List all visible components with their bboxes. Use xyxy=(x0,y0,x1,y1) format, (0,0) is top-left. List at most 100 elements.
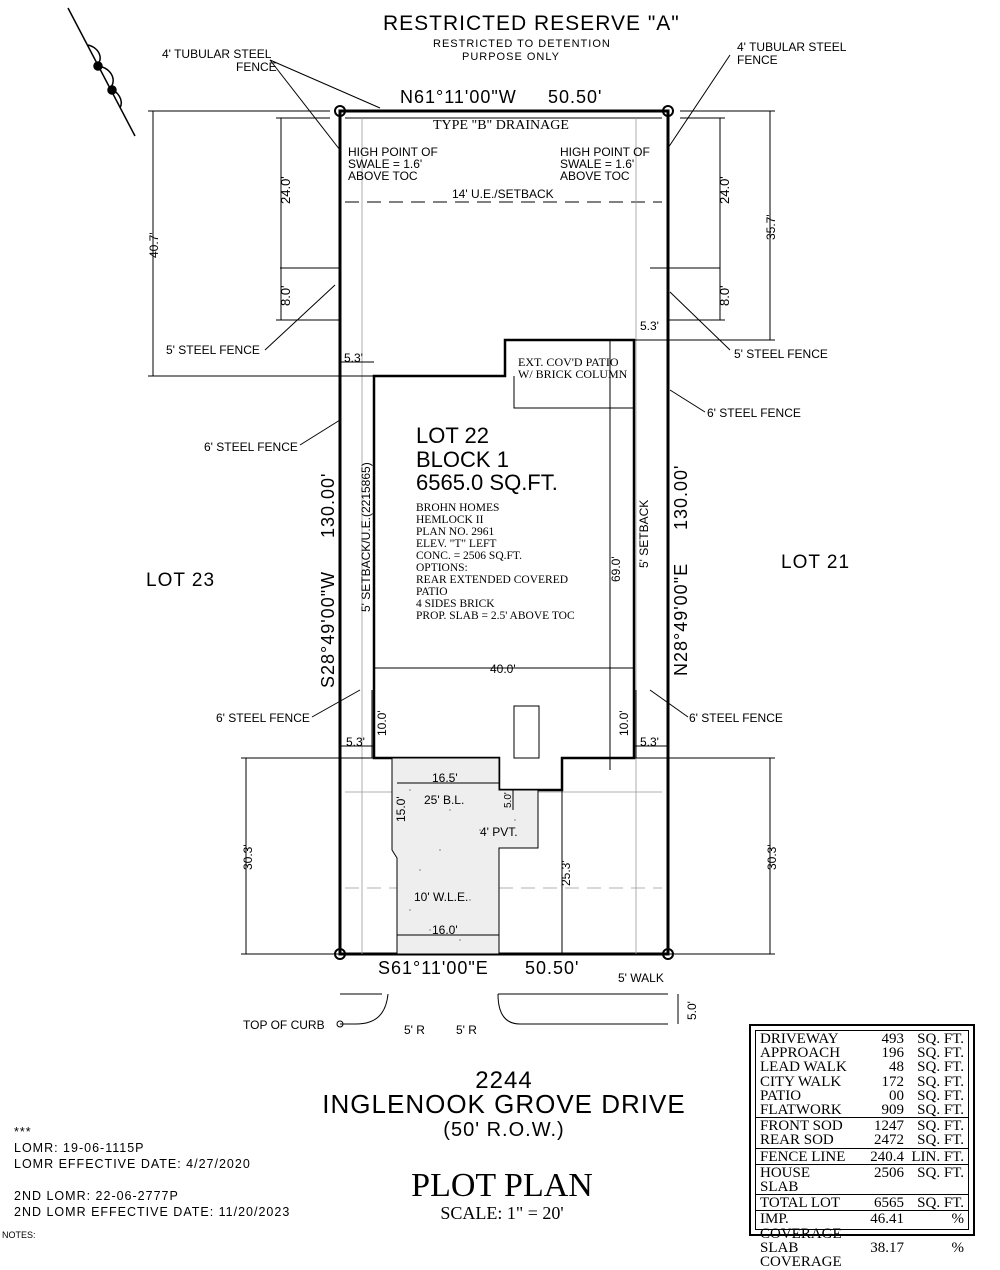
row-label: FRONT SOD xyxy=(760,1118,843,1135)
row-value: 6565 xyxy=(874,1195,904,1212)
hp-left-3: ABOVE TOC xyxy=(348,169,418,183)
drainage-label: TYPE "B" DRAINAGE xyxy=(433,118,569,133)
radius-right-label: 5' R xyxy=(456,1023,477,1037)
row-unit: SQ. FT. xyxy=(917,1087,964,1104)
tubular-fence-left-1: 4' TUBULAR STEEL xyxy=(162,47,272,61)
setback-right-label: 5' SETBACK xyxy=(637,500,651,568)
dim-24-0-right: 24.0' xyxy=(717,176,732,204)
house-info: BROHN HOMES HEMLOCK II PLAN NO. 2961 ELE… xyxy=(416,502,575,622)
row-value: 196 xyxy=(881,1045,905,1062)
dim-5-3-left-top: 5.3' xyxy=(344,351,363,365)
row-unit: SQ. FT. xyxy=(917,1164,964,1181)
house-info-line: HEMLOCK II xyxy=(416,514,484,526)
row-unit: SQ. FT. xyxy=(917,1195,964,1212)
row-value: 240.4 xyxy=(870,1148,904,1165)
north-length: 50.50' xyxy=(548,87,602,107)
steel-fence-6-left-bottom: 6' STEEL FENCE xyxy=(216,711,310,725)
north-bearing: N61°11'00"W xyxy=(400,87,517,107)
row-label: REAR SOD xyxy=(760,1132,834,1149)
west-bearing: S28°49'00"W xyxy=(318,571,338,688)
table-group: HOUSE SLAB 2506 SQ. FT. xyxy=(756,1164,968,1196)
dim-15-0: 15.0' xyxy=(394,796,408,822)
dim-35-7: 35.7' xyxy=(764,214,778,240)
dim-16-0: 16.0' xyxy=(432,923,458,937)
lot-21-label: LOT 21 xyxy=(781,552,850,573)
dim-8-0-right: 8.0' xyxy=(717,285,732,306)
reserve-sub1: RESTRICTED TO DETENTION xyxy=(433,38,611,50)
house-info-line: ELEV. "T" LEFT xyxy=(416,538,496,550)
lot-area: 6565.0 SQ.FT. xyxy=(416,470,558,495)
row-label: FENCE LINE xyxy=(760,1148,846,1165)
house-info-line: 4 SIDES BRICK xyxy=(416,598,495,610)
patio-label-1: EXT. COV'D PATIO xyxy=(518,355,619,369)
building-line-label: 25' B.L. xyxy=(424,793,464,807)
hp-left-2: SWALE = 1.6' xyxy=(348,157,422,171)
row-unit: % xyxy=(951,1211,965,1228)
row-unit: SQ. FT. xyxy=(917,1045,964,1062)
row-value: 909 xyxy=(881,1102,905,1119)
private-walk-label: 4' PVT. xyxy=(480,825,518,839)
row-unit: SQ. FT. xyxy=(917,1132,964,1149)
row-unit: SQ. FT. xyxy=(917,1031,964,1047)
dim-5-3-left-bottom: 5.3' xyxy=(346,735,365,749)
hp-right-2: SWALE = 1.6' xyxy=(560,157,634,171)
tubular-fence-left-2: FENCE xyxy=(236,60,277,74)
row-label: SLAB COVERAGE xyxy=(760,1239,842,1270)
row-label: IMP. COVERAGE xyxy=(760,1211,842,1242)
row-value: 172 xyxy=(881,1073,905,1090)
house-info-line: PLAN NO. 2961 xyxy=(416,526,495,538)
row-label: LEAD WALK xyxy=(760,1059,847,1076)
address-number: 2244 xyxy=(475,1067,532,1094)
row-label: HOUSE SLAB xyxy=(760,1164,811,1196)
note-line: LOMR: 19-06-1115P xyxy=(14,1141,145,1155)
row-value: 493 xyxy=(881,1031,905,1047)
dim-25-3: 25.3' xyxy=(559,860,573,886)
tubular-fence-right-2: FENCE xyxy=(737,53,778,67)
table-row: HOUSE SLAB 2506 SQ. FT. xyxy=(760,1164,964,1196)
plan-scale: SCALE: 1" = 20' xyxy=(440,1203,563,1223)
dim-5-0-row: 5.0' xyxy=(685,1001,699,1020)
north-arrow-icon xyxy=(67,7,136,137)
tubular-fence-right-1: 4' TUBULAR STEEL xyxy=(737,40,847,54)
ue-setback-label: 14' U.E./SETBACK xyxy=(452,187,554,201)
dim-10-0-left: 10.0' xyxy=(375,710,389,736)
dim-8-0-left: 8.0' xyxy=(278,285,293,306)
dim-5-3-right-bottom: 5.3' xyxy=(640,735,659,749)
row-unit: SQ. FT. xyxy=(917,1073,964,1090)
patio-label-2: W/ BRICK COLUMN xyxy=(518,367,628,381)
note-line: 2ND LOMR: 22-06-2777P xyxy=(14,1189,179,1203)
note-line: LOMR EFFECTIVE DATE: 4/27/2020 xyxy=(14,1157,251,1171)
row-label: PATIO xyxy=(760,1087,802,1104)
block-number: BLOCK 1 xyxy=(416,447,509,472)
steel-fence-5-right: 5' STEEL FENCE xyxy=(734,347,828,361)
hp-right-3: ABOVE TOC xyxy=(560,169,630,183)
house-info-line: PROP. SLAB = 2.5' ABOVE TOC xyxy=(416,610,575,622)
lot-23-label: LOT 23 xyxy=(146,570,215,591)
south-bearing: S61°11'00"E xyxy=(378,958,489,978)
row-label: DRIVEWAY xyxy=(760,1031,839,1047)
east-bearing: N28°49'00"E xyxy=(671,563,691,676)
row-label: TOTAL LOT xyxy=(760,1195,841,1212)
dim-5-3-right-top: 5.3' xyxy=(640,319,659,333)
row-value: 2506 xyxy=(874,1164,904,1181)
dim-16-5: 16.5' xyxy=(432,771,458,785)
west-length: 130.00' xyxy=(318,473,338,539)
row-value: 48 xyxy=(889,1059,904,1076)
row-unit: SQ. FT. xyxy=(917,1102,964,1119)
house-info-line: PATIO xyxy=(416,586,448,598)
table-group: TOTAL LOT 6565 SQ. FT. xyxy=(756,1195,968,1212)
row-value: 00 xyxy=(889,1087,904,1104)
setback-left-label: 5' SETBACK/U.E.(2215865) xyxy=(359,462,373,612)
radius-left-label: 5' R xyxy=(404,1023,425,1037)
steel-fence-6-right-bottom: 6' STEEL FENCE xyxy=(689,711,783,725)
